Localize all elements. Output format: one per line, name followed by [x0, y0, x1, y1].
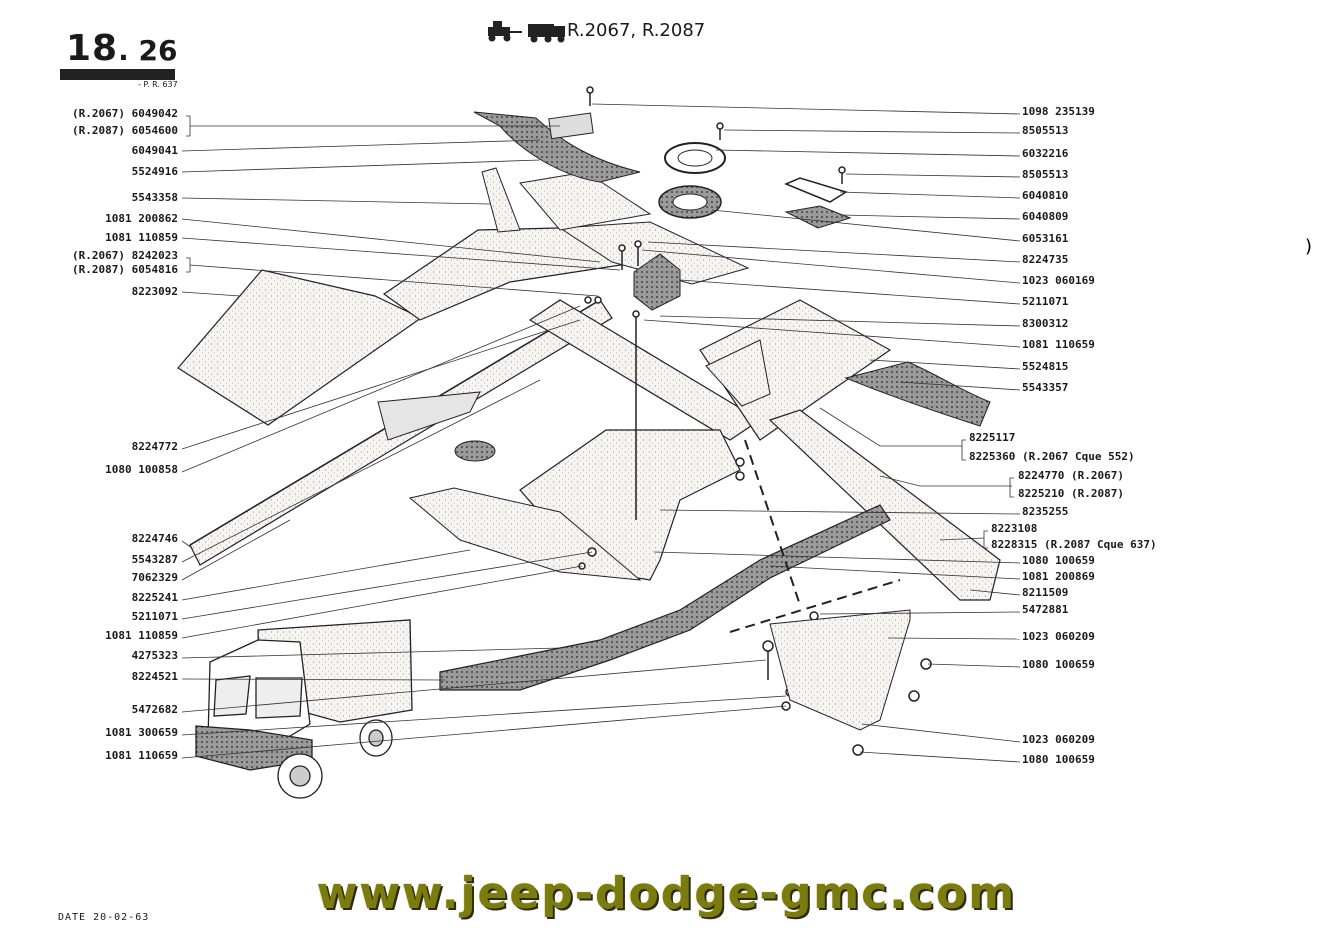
- part-label-right: 5211071: [1022, 295, 1069, 308]
- small-plate-lower: [784, 205, 852, 229]
- page-number: 18. 26: [66, 28, 177, 69]
- part-label-left: (R.2067) 6049042: [72, 107, 178, 120]
- right-gusset: [705, 339, 771, 407]
- part-label-right: 1023 060209: [1022, 630, 1095, 643]
- part-label-left: 1081 110659: [105, 749, 178, 762]
- part-label-right: 1080 100659: [1022, 554, 1095, 567]
- website-watermark: www.jeep-dodge-gmc.com: [316, 868, 1017, 919]
- part-label-right: 8228315 (R.2087 Cque 637): [991, 538, 1157, 551]
- small-plate-upper: [784, 177, 848, 203]
- part-label-left: 1081 110859: [105, 629, 178, 642]
- right-wing-plate: [844, 361, 991, 427]
- part-label-left: 8225241: [131, 591, 178, 604]
- part-label-right: 1081 110659: [1022, 338, 1095, 351]
- part-label-right: 6040810: [1022, 189, 1069, 202]
- page-number-major: 18: [66, 28, 119, 69]
- part-label-right: 8225360 (R.2067 Cque 552): [969, 450, 1135, 463]
- part-label-left: 1081 200862: [105, 212, 178, 225]
- part-label-right: 8224735: [1022, 253, 1069, 266]
- part-label-left: 8224746: [131, 532, 178, 545]
- right-chassis-rail: [768, 409, 1001, 601]
- revision-date: DATE 20-02-63: [58, 912, 150, 923]
- part-label-right: 8224770 (R.2067): [1018, 469, 1124, 482]
- part-label-left: 5211071: [131, 610, 178, 623]
- model-list: R.2067, R.2087: [567, 20, 706, 41]
- part-label-left: 6049041: [131, 144, 178, 157]
- part-label-right: 6053161: [1022, 232, 1069, 245]
- top-plate: [519, 171, 652, 231]
- part-label-right: 6040809: [1022, 210, 1069, 223]
- page-sub-ref: - P. R. 637: [138, 80, 178, 89]
- part-label-left: 8224772: [131, 440, 178, 453]
- part-label-right: 8505513: [1022, 168, 1069, 181]
- part-label-left: (R.2087) 6054816: [72, 263, 178, 276]
- margin-bracket-mark: ): [1305, 236, 1312, 257]
- part-label-left: 5472682: [131, 703, 178, 716]
- ring-upper: [664, 142, 726, 174]
- truck-illustration: [195, 619, 413, 799]
- part-label-right: 5543357: [1022, 381, 1069, 394]
- lower-left-floor: [408, 487, 642, 581]
- part-label-right: 5472881: [1022, 603, 1069, 616]
- part-label-left: 1080 100858: [105, 463, 178, 476]
- part-label-right: 1080 100659: [1022, 658, 1095, 671]
- part-label-left: (R.2087) 6054600: [72, 124, 178, 137]
- part-label-left: 5543287: [131, 553, 178, 566]
- part-label-right: 1023 060169: [1022, 274, 1095, 287]
- part-label-left: 8223092: [131, 285, 178, 298]
- left-floor-panel: [177, 269, 423, 426]
- part-label-left: 8224521: [131, 670, 178, 683]
- part-label-right: 8223108: [991, 522, 1038, 535]
- lower-frame-rail: [439, 504, 891, 691]
- part-label-left: (R.2067) 8242023: [72, 249, 178, 262]
- part-label-left: 5543358: [131, 191, 178, 204]
- assembly-dashed-line-vertical: [744, 439, 801, 606]
- part-label-right: 1081 200869: [1022, 570, 1095, 583]
- part-label-right: 1098 235139: [1022, 105, 1095, 118]
- washer-plate: [454, 440, 496, 462]
- part-label-right: 8235255: [1022, 505, 1069, 518]
- part-label-left: 1081 300659: [105, 726, 178, 739]
- platform-right: [558, 221, 750, 285]
- right-floor-panel: [699, 299, 892, 441]
- part-label-right: 6032216: [1022, 147, 1069, 160]
- part-label-left: 4275323: [131, 649, 178, 662]
- page-number-minor: . 26: [118, 34, 178, 67]
- bracket-plate: [769, 609, 911, 731]
- top-plate-small: [548, 112, 594, 140]
- part-label-right: 1023 060209: [1022, 733, 1095, 746]
- side-gusset: [481, 167, 521, 233]
- part-label-left: 7062329: [131, 571, 178, 584]
- leader-lines-right: [591, 103, 1021, 763]
- part-label-left: 1081 110859: [105, 231, 178, 244]
- assembly-dashed-line: [729, 579, 901, 633]
- part-label-right: 8211509: [1022, 586, 1069, 599]
- part-label-right: 1080 100659: [1022, 753, 1095, 766]
- part-label-right: 8225210 (R.2087): [1018, 487, 1124, 500]
- part-label-right: 8300312: [1022, 317, 1069, 330]
- page-number-underline: [60, 69, 175, 80]
- center-box: [633, 253, 681, 311]
- model-header: R.2067, R.2087: [485, 20, 705, 41]
- part-label-left: 5524916: [131, 165, 178, 178]
- leader-lines-left: [181, 115, 787, 759]
- part-label-right: 5524815: [1022, 360, 1069, 373]
- part-label-right: 8225117: [969, 431, 1016, 444]
- part-label-right: 8505513: [1022, 124, 1069, 137]
- support-bracket: [377, 391, 481, 441]
